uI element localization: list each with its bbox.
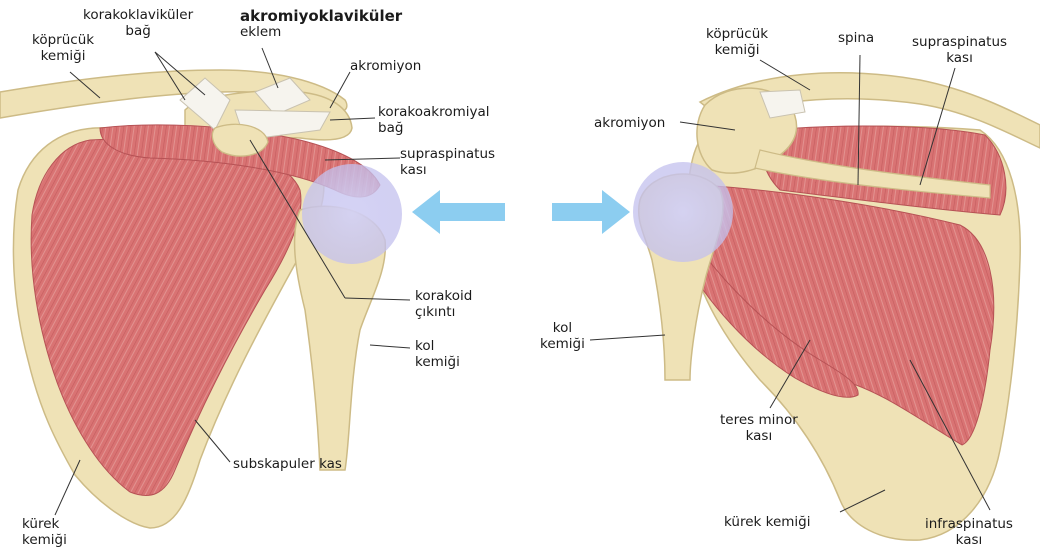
posterior-view bbox=[633, 73, 1040, 540]
arrow-left bbox=[412, 190, 505, 234]
label-acromion-left: akromiyon bbox=[350, 58, 421, 74]
label-spina: spina bbox=[838, 30, 874, 46]
arrow-right bbox=[552, 190, 630, 234]
label-scapula-right: kürek kemiği bbox=[724, 514, 811, 530]
joint-highlight-left bbox=[302, 164, 402, 264]
joint-highlight-right bbox=[633, 162, 733, 262]
label-acromion-right: akromiyon bbox=[594, 115, 665, 131]
label-subscapularis: subskapuler kas bbox=[233, 456, 342, 472]
